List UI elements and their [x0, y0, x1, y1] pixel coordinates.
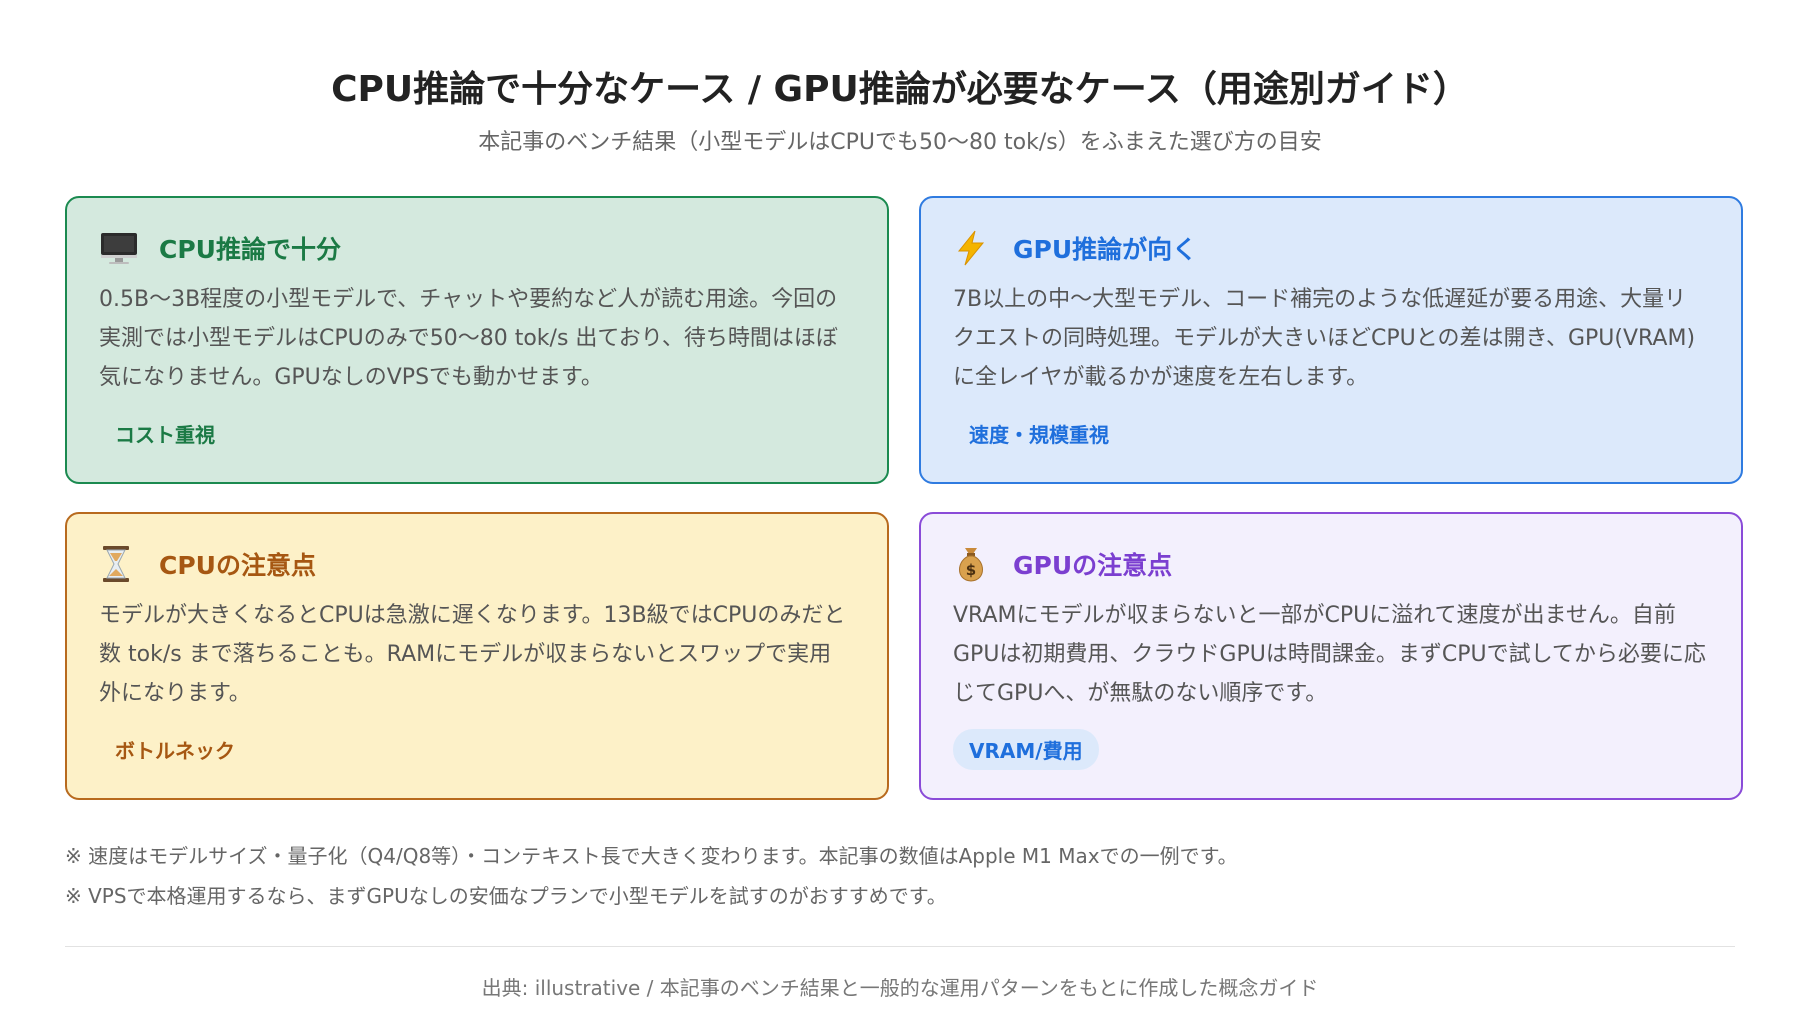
card-header: CPUの注意点	[99, 544, 853, 584]
footnote: ※ 速度はモデルサイズ・量子化（Q4/Q8等）・コンテキスト長で大きく変わります…	[65, 844, 1238, 868]
card-body: 0.5B〜3B程度の小型モデルで、チャットや要約など人が読む用途。今回の実測では…	[99, 287, 838, 390]
desktop-computer-icon	[99, 228, 143, 268]
card-body: VRAMにモデルが収まらないと一部がCPUに溢れて速度が出ません。自前GPUは初…	[953, 603, 1706, 706]
card-grid: CPU推論で十分 0.5B〜3B程度の小型モデルで、チャットや要約など人が読む用…	[65, 196, 1743, 800]
footnotes: ※ 速度はモデルサイズ・量子化（Q4/Q8等）・コンテキスト長で大きく変わります…	[65, 836, 1238, 916]
card-title: GPUの注意点	[1013, 551, 1173, 580]
page-subtitle: 本記事のベンチ結果（小型モデルはCPUでも50〜80 tok/s）をふまえた選び…	[478, 130, 1322, 155]
card-header: CPU推論で十分	[99, 228, 853, 268]
card-title: CPUの注意点	[159, 551, 316, 580]
card-header: $ GPUの注意点	[953, 544, 1707, 584]
card-tag: ボトルネック	[115, 739, 235, 763]
source-caption: 出典: illustrative / 本記事のベンチ結果と一般的な運用パターンを…	[481, 976, 1319, 1000]
card-title: GPU推論が向く	[1013, 235, 1198, 264]
card-gpu-caution: $ GPUの注意点 VRAMにモデルが収まらないと一部がCPUに溢れて速度が出ま…	[919, 512, 1743, 800]
footnote: ※ VPSで本格運用するなら、まずGPUなしの安価なプランで小型モデルを試すのが…	[65, 884, 947, 908]
card-cpu-caution: CPUの注意点 モデルが大きくなるとCPUは急激に遅くなります。13B級ではCP…	[65, 512, 889, 800]
card-title: CPU推論で十分	[159, 235, 341, 264]
card-tag: VRAM/費用	[953, 729, 1099, 770]
card-header: GPU推論が向く	[953, 228, 1707, 268]
divider	[65, 946, 1735, 947]
card-tag: 速度・規模重視	[969, 423, 1109, 447]
money-bag-icon: $	[953, 544, 997, 584]
card-body: モデルが大きくなるとCPUは急激に遅くなります。13B級ではCPUのみだと数 t…	[99, 603, 846, 706]
card-tag: コスト重視	[115, 423, 215, 447]
svg-text:$: $	[966, 561, 976, 579]
lightning-icon	[953, 228, 997, 268]
card-cpu-sufficient: CPU推論で十分 0.5B〜3B程度の小型モデルで、チャットや要約など人が読む用…	[65, 196, 889, 484]
card-gpu-suited: GPU推論が向く 7B以上の中〜大型モデル、コード補完のような低遅延が要る用途、…	[919, 196, 1743, 484]
page-title: CPU推論で十分なケース / GPU推論が必要なケース（用途別ガイド）	[331, 69, 1469, 110]
hourglass-icon	[99, 544, 143, 584]
card-body: 7B以上の中〜大型モデル、コード補完のような低遅延が要る用途、大量リクエストの同…	[953, 287, 1696, 390]
